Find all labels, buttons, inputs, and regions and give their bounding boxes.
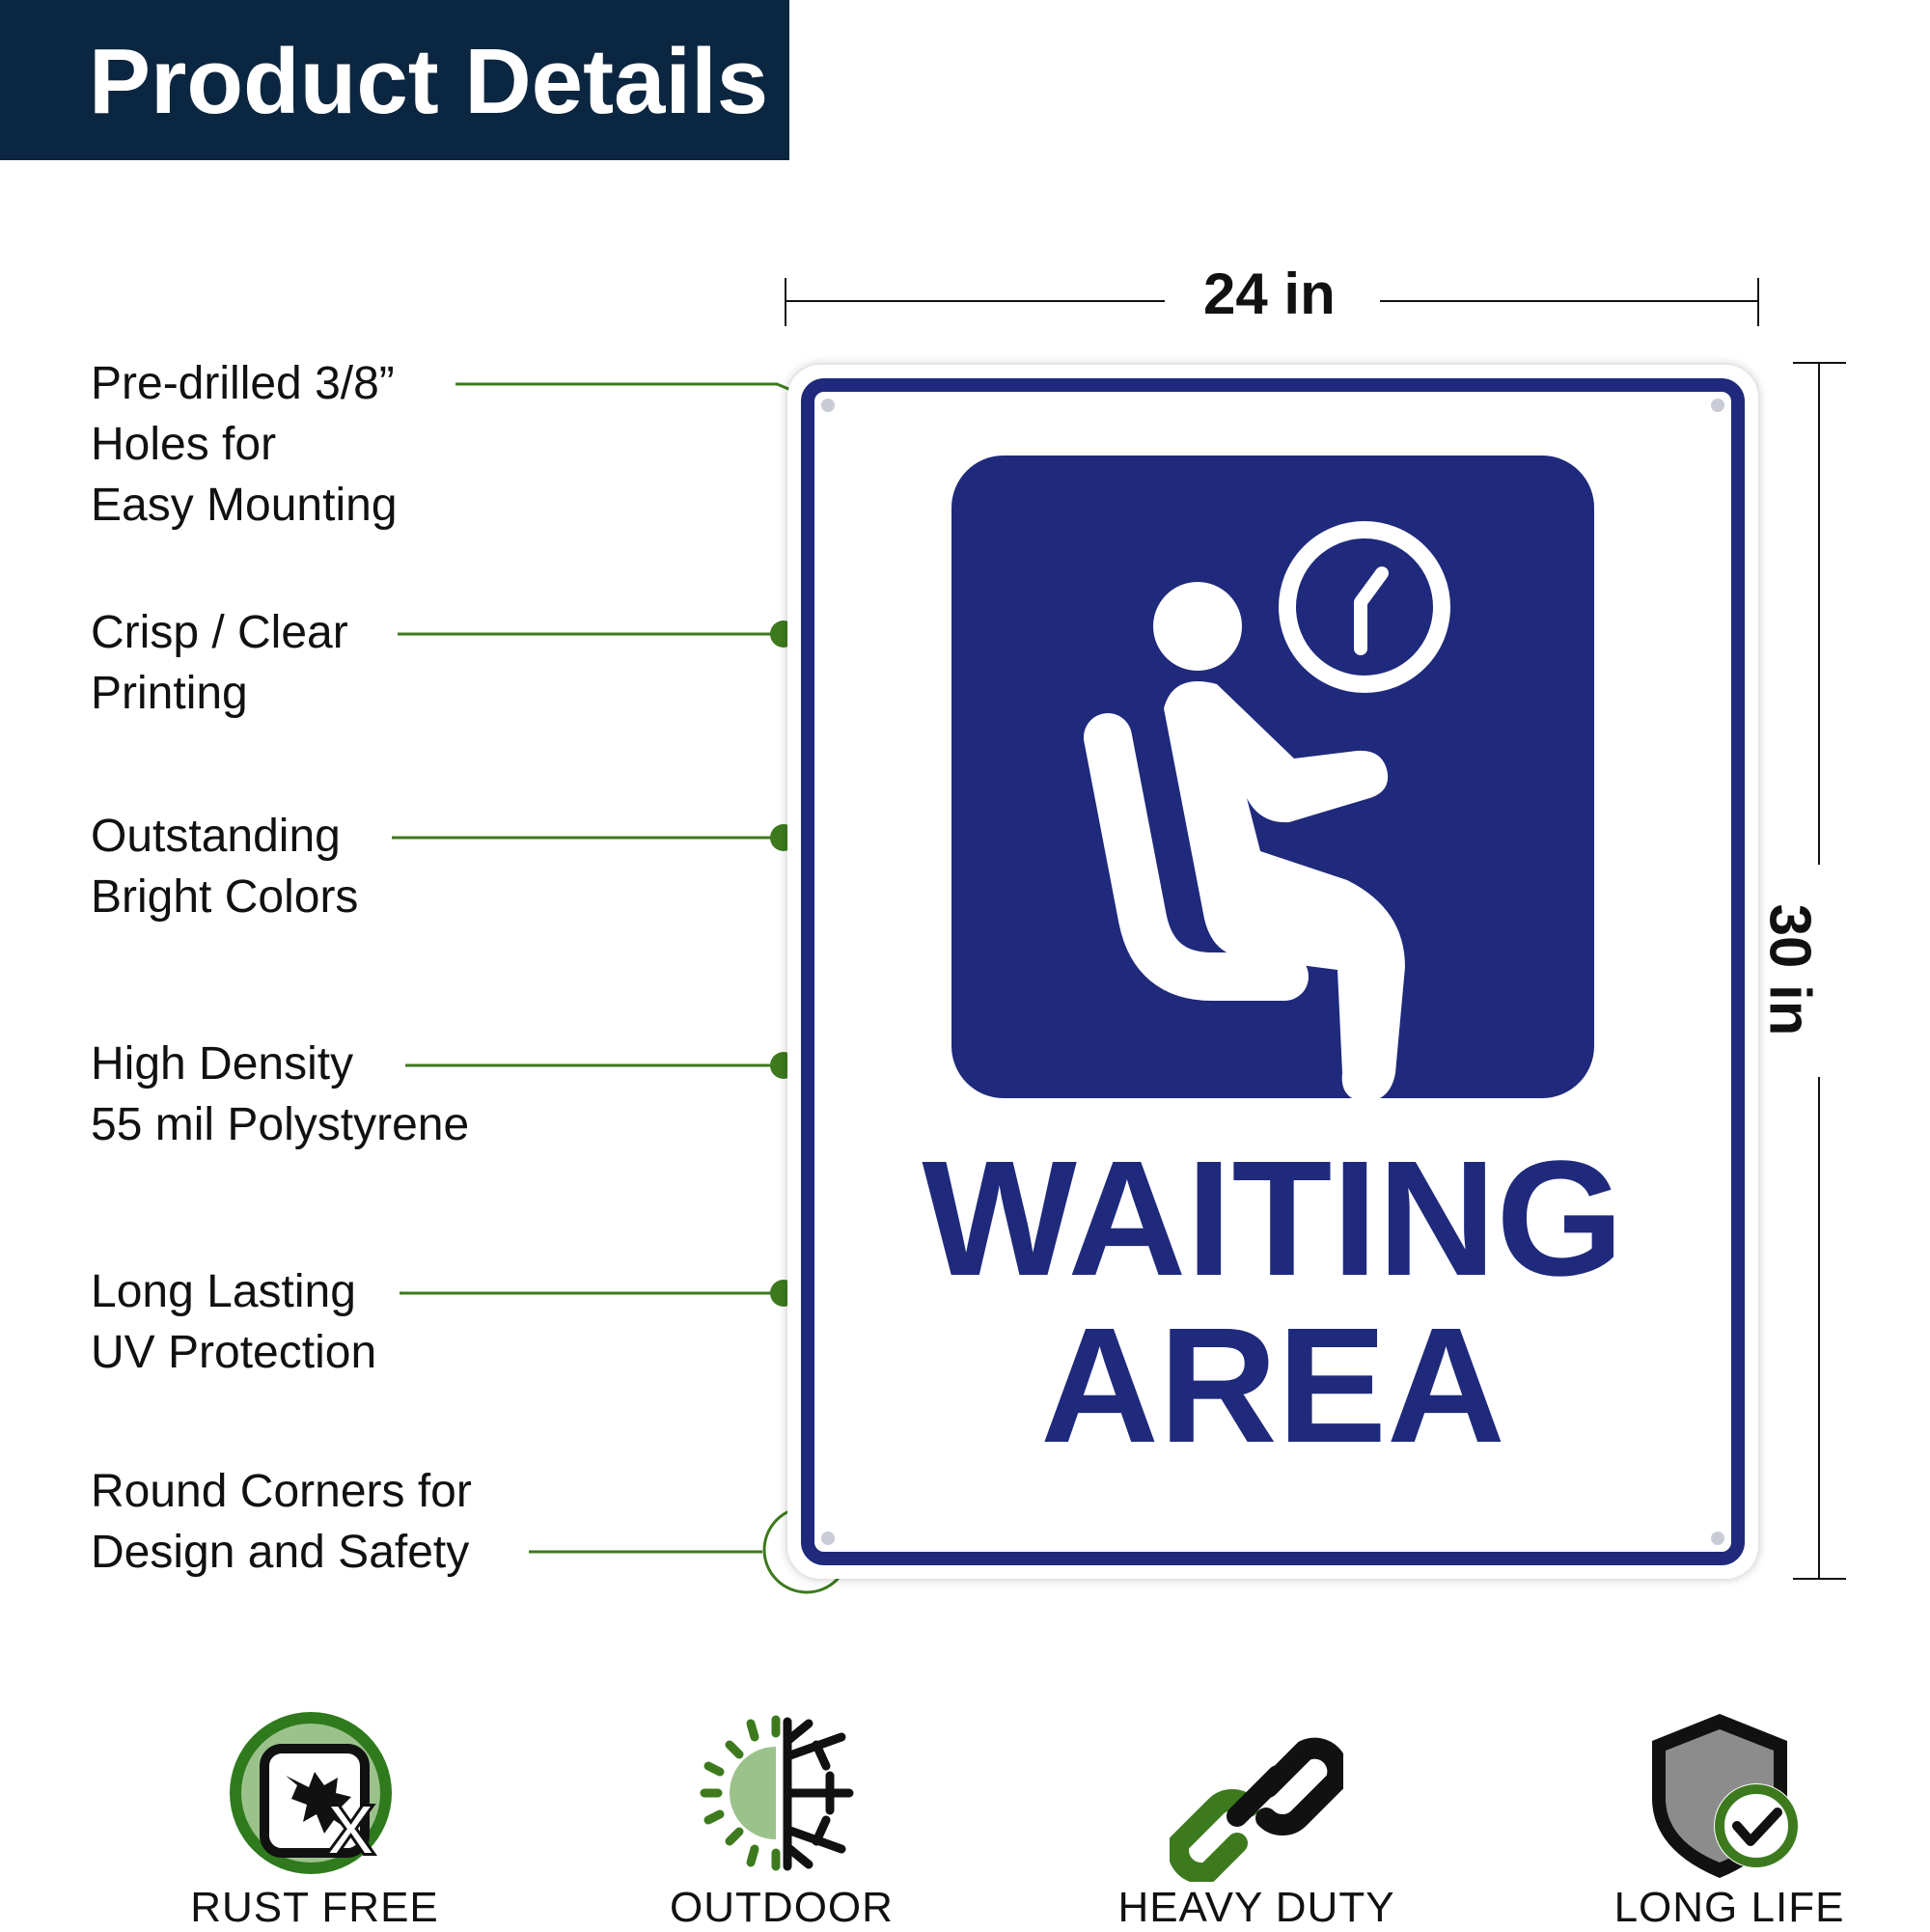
feature-text: Easy Mounting [91,480,398,531]
header-bar: Product Details [0,0,789,160]
feature-text: Bright Colors [91,871,359,923]
feature-holes: Pre-drilled 3/8” Holes for Easy Mounting [91,353,398,536]
feature-printing: Crisp / Clear Printing [91,602,348,724]
width-dimension-line [785,278,1759,326]
feature-text: High Density [91,1038,354,1090]
sign-text-line2: AREA [1040,1294,1505,1477]
sign-text-line1: WAITING [922,1127,1624,1311]
mounting-hole [1711,399,1724,412]
mounting-hole [1711,1532,1724,1545]
feature-text: Round Corners for [91,1466,472,1517]
height-label: 30 in [1757,903,1823,1036]
shield-check-icon [1652,1714,1799,1878]
mounting-hole [821,399,835,412]
feature-corners: Round Corners for Design and Safety [91,1461,472,1583]
feature-text: Pre-drilled 3/8” [91,358,395,409]
sign: WAITING AREA [787,365,1758,1579]
sun-snowflake-icon [700,1715,854,1871]
feature-text: 55 mil Polystyrene [91,1099,470,1150]
height-dimension-line [1793,362,1846,1580]
feature-text: Outstanding [91,811,341,862]
feature-text: Long Lasting [91,1266,356,1317]
feature-text: Printing [91,668,248,719]
feature-uv: Long Lasting UV Protection [91,1261,376,1383]
callout-line-holes [455,382,806,398]
badge-label: OUTDOOR [670,1884,894,1931]
badge-label: HEAVY DUTY [1117,1884,1395,1931]
badge-long-life: LONG LIFE [1556,1708,1903,1931]
feature-colors: Outstanding Bright Colors [91,806,358,927]
badge-rust-free: X RUST FREE [141,1708,488,1931]
badge-label: RUST FREE [190,1884,439,1931]
feature-text: Crisp / Clear [91,607,348,658]
badge-label: LONG LIFE [1613,1884,1845,1931]
sign-border [801,378,1745,1565]
chain-link-icon [1170,1737,1343,1882]
feature-text: UV Protection [91,1327,377,1378]
x-mark: X [328,1792,373,1867]
feature-text: Design and Safety [91,1527,470,1578]
width-label: 24 in [1203,262,1336,326]
feature-density: High Density 55 mil Polystyrene [91,1034,469,1155]
badge-outdoor: OUTDOOR [608,1708,955,1931]
waiting-person-clock-icon [951,455,1594,1098]
rust-free-icon: X [230,1712,392,1874]
page-title: Product Details [89,30,769,133]
badge-heavy-duty: HEAVY DUTY [1083,1708,1430,1931]
mounting-hole [821,1532,835,1545]
feature-text: Holes for [91,419,277,470]
